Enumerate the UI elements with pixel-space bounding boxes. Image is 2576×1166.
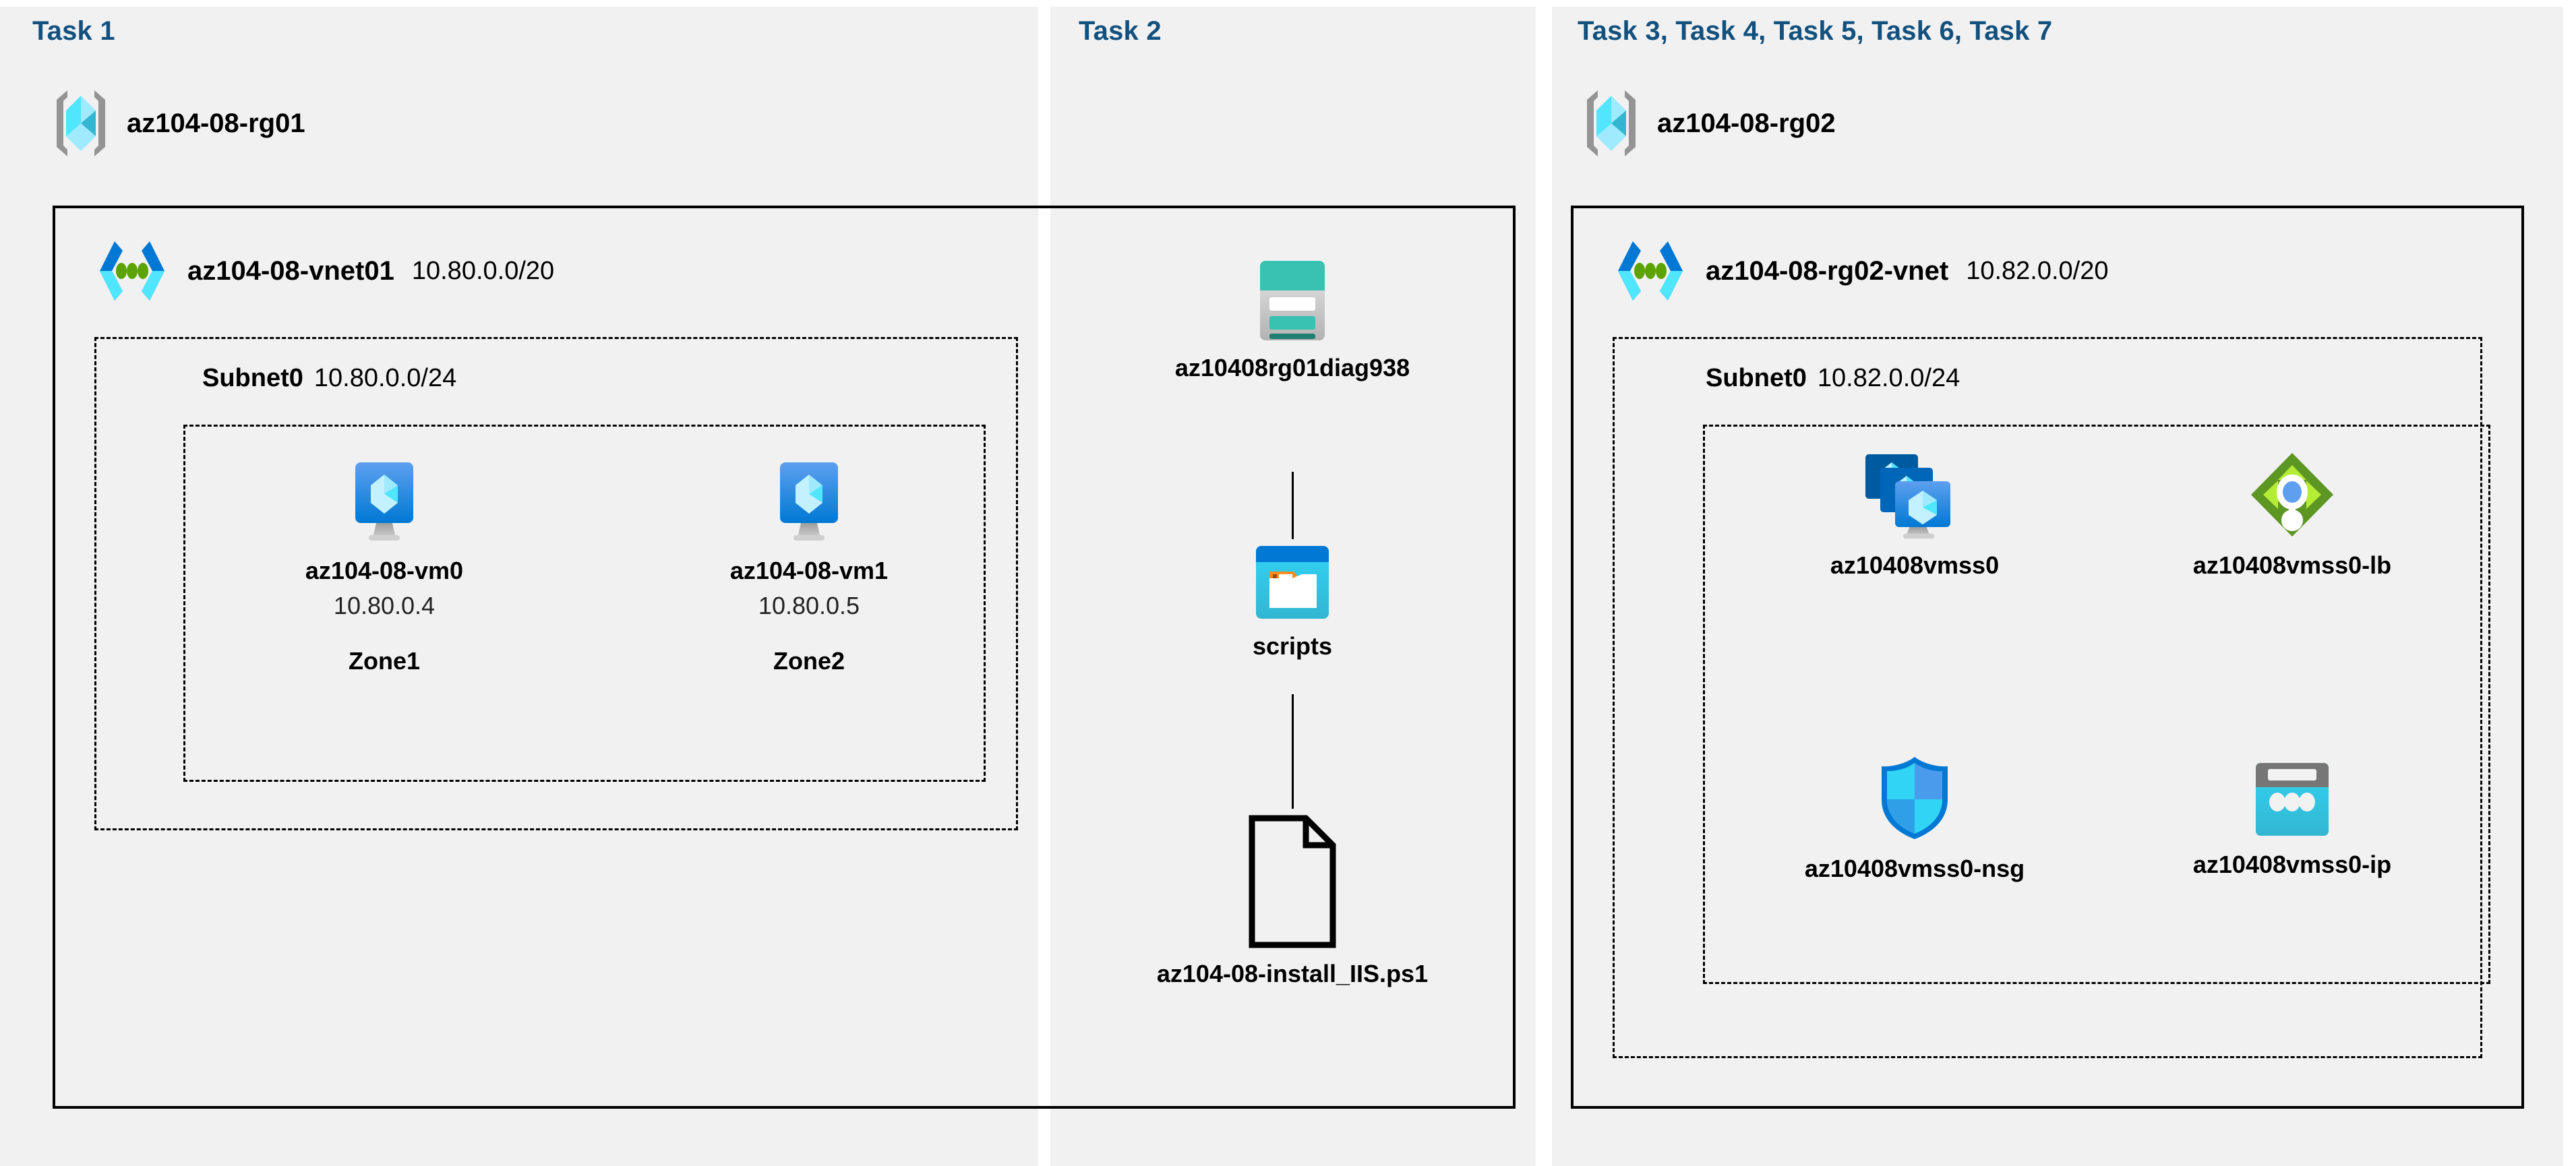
task1-vm0-name: az104-08-vm0	[305, 557, 464, 584]
task1-vm0: az104-08-vm0 10.80.0.4 Zone1	[263, 458, 506, 675]
task3-load-balancer-name: az10408vmss0-lb	[2192, 551, 2392, 579]
task1-subnet-box	[94, 337, 1018, 830]
task1-resource-group: az104-08-rg01	[53, 88, 305, 159]
task3-subnet: Subnet0 10.82.0.0/24	[1706, 364, 1960, 393]
task3-vmss: az10408vmss0	[1766, 450, 2063, 580]
task1-resource-group-label: az104-08-rg01	[127, 108, 305, 138]
task1-vm1-zone: Zone2	[773, 647, 845, 675]
virtual-machine-icon	[769, 458, 849, 545]
task3-vnet-box	[1571, 206, 2524, 1109]
task3-public-ip: az10408vmss0-ip	[2144, 760, 2440, 879]
task1-vm0-ip: 10.80.0.4	[333, 592, 436, 619]
task2-file-name: az104-08-install_IIS.ps1	[1156, 960, 1429, 987]
network-security-group-icon	[1876, 754, 1954, 842]
task1-subnet-cidr: 10.80.0.0/24	[313, 364, 457, 392]
task3-subnet-box	[1613, 337, 2482, 1058]
task3-vmss-name: az10408vmss0	[1830, 551, 2000, 579]
task3-resource-group-box	[1703, 425, 2490, 984]
task1-subnet-label: Subnet0	[202, 364, 303, 392]
storage-to-container-connector	[1292, 472, 1294, 539]
task1-title: Task 1	[32, 16, 115, 46]
task2-container-name: scripts	[1252, 632, 1333, 660]
virtual-network-icon	[94, 237, 170, 305]
task2-file: az104-08-install_IIS.ps1	[1157, 815, 1428, 988]
task1-panel	[0, 7, 1038, 1166]
task2-title: Task 2	[1079, 16, 1162, 46]
task3-nsg: az10408vmss0-nsg	[1766, 754, 2063, 883]
task1-vm1-name: az104-08-vm1	[729, 557, 889, 584]
resource-group-icon	[53, 88, 109, 159]
virtual-machine-icon	[345, 458, 424, 545]
script-file-icon	[1249, 815, 1336, 948]
task3-7-panel	[1552, 7, 2563, 1166]
task3-public-ip-name: az10408vmss0-ip	[2192, 851, 2392, 878]
task1-vnet-cidr: 10.80.0.0/20	[411, 256, 555, 285]
task2-storage-account: az10408rg01diag938	[1174, 259, 1410, 382]
task1-vnet-box	[53, 206, 1516, 1109]
task3-load-balancer: az10408vmss0-lb	[2144, 450, 2440, 580]
task1-vm-group-box	[183, 425, 986, 782]
task3-vnet: az104-08-rg02-vnet 10.82.0.0/20	[1613, 237, 2109, 305]
task3-subnet-cidr: 10.82.0.0/24	[1817, 364, 1960, 392]
container-to-file-connector	[1292, 694, 1294, 809]
load-balancer-icon	[2248, 450, 2336, 539]
task2-container: scripts	[1174, 545, 1410, 661]
public-ip-address-icon	[2253, 760, 2331, 838]
task1-vm1: az104-08-vm1 10.80.0.5 Zone2	[688, 458, 930, 675]
task3-nsg-name: az10408vmss0-nsg	[1804, 855, 2025, 882]
task1-vm1-ip: 10.80.0.5	[758, 592, 860, 619]
virtual-network-icon	[1613, 237, 1688, 305]
task3-resource-group: az104-08-rg02	[1583, 88, 1836, 159]
task3-vnet-cidr: 10.82.0.0/20	[1966, 256, 2109, 285]
blob-container-icon	[1255, 545, 1330, 620]
task1-vnet-label: az104-08-vnet01	[187, 255, 394, 286]
task1-vm0-zone: Zone1	[348, 647, 420, 675]
task3-resource-group-label: az104-08-rg02	[1657, 108, 1836, 138]
task1-subnet: Subnet0 10.80.0.0/24	[202, 364, 456, 393]
task1-vnet: az104-08-vnet01 10.80.0.0/20	[94, 237, 554, 305]
task3-subnet-label: Subnet0	[1706, 364, 1807, 392]
vm-scale-set-icon	[1864, 450, 1965, 539]
task2-storage-account-name: az10408rg01diag938	[1174, 354, 1410, 381]
storage-account-icon	[1259, 259, 1326, 342]
task3-7-title: Task 3, Task 4, Task 5, Task 6, Task 7	[1578, 16, 2053, 46]
resource-group-icon	[1583, 88, 1640, 159]
task3-vnet-label: az104-08-rg02-vnet	[1706, 255, 1949, 286]
